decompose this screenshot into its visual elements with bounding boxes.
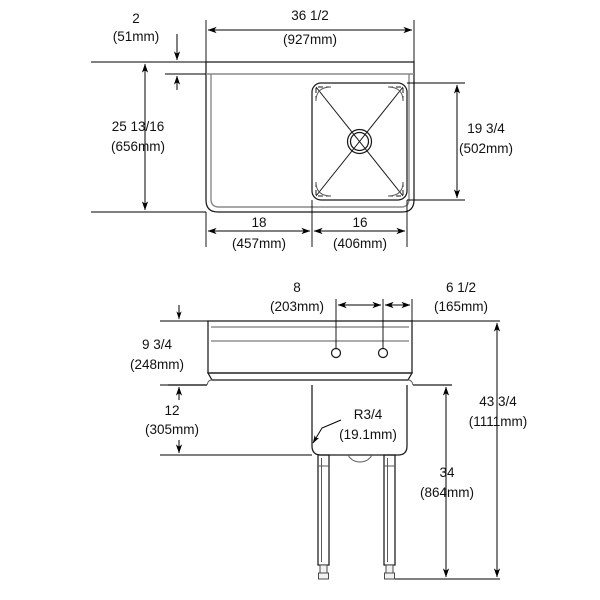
dim-overall-height-imperial: 43 3/4	[479, 394, 517, 409]
dim-corner-radius-imperial: R3/4	[354, 407, 383, 422]
dim-overall-depth: 25 13/16 (656mm)	[91, 61, 206, 213]
dim-overall-width-imperial: 36 1/2	[291, 8, 329, 23]
sink-bowl-top	[311, 82, 408, 201]
dim-corner-radius: R3/4 (19.1mm)	[312, 407, 397, 444]
dim-overall-width-metric: (927mm)	[283, 32, 337, 47]
foot-right-upper	[385, 564, 394, 574]
bowl-corner-arc-tr	[387, 86, 404, 102]
bowl-corner-arc-tl	[315, 86, 332, 102]
bowl-corner-arc-bl	[315, 181, 332, 197]
drain-inner-circle	[349, 131, 370, 152]
dim-worksurface-height: 34 (864mm)	[420, 386, 474, 578]
leader-corner-radius	[312, 419, 342, 444]
deck-inner-edge	[210, 74, 410, 208]
dim-backsplash-depth-metric: (51mm)	[113, 29, 160, 44]
dim-bowl-height-metric: (305mm)	[145, 422, 199, 437]
dim-backsplash-height: 9 3/4 (248mm)	[130, 305, 208, 372]
dim-overall-depth-metric: (656mm)	[111, 139, 165, 154]
drain-bump	[347, 454, 373, 463]
dim-bowl-edge-offset-metric: (165mm)	[434, 299, 488, 314]
dim-overall-height-metric: (1111mm)	[469, 414, 528, 429]
drain-outer-circle	[346, 128, 373, 155]
dim-faucet-spacing-group: 8 (203mm) 6 1/2 (165mm)	[270, 280, 488, 349]
dim-drainboard-width-metric: (457mm)	[232, 236, 286, 251]
dim-corner-radius-metric: (19.1mm)	[339, 427, 397, 442]
dim-overall-height: 43 3/4 (1111mm)	[412, 320, 528, 580]
side-view-body	[168, 320, 452, 386]
foot-left-base	[318, 572, 329, 580]
side-view-bowl	[311, 385, 408, 463]
sink-outer-body	[205, 61, 415, 213]
apron-return-right	[407, 379, 414, 386]
bowl-diagonal-2	[315, 86, 404, 197]
dim-bottom-widths: 18 (457mm) 16 (406mm)	[205, 200, 408, 251]
foot-left-upper	[319, 564, 328, 574]
top-view-sink-outline	[205, 61, 415, 213]
dim-overall-depth-imperial: 25 13/16	[112, 119, 165, 134]
dim-bowl-height-imperial: 12	[164, 403, 179, 418]
foot-right-base	[384, 572, 395, 580]
bowl-rim-outline	[311, 82, 408, 201]
dim-backsplash-depth-imperial: 2	[132, 11, 140, 26]
dim-bowl-width-metric: (406mm)	[333, 236, 387, 251]
bowl-body-outline	[311, 385, 408, 456]
dim-bowl-depth-imperial: 19 3/4	[467, 121, 505, 136]
dim-bowl-edge-offset-imperial: 6 1/2	[446, 280, 476, 295]
dim-backsplash-height-metric: (248mm)	[130, 357, 184, 372]
dim-faucet-spacing-metric: (203mm)	[270, 299, 324, 314]
dim-faucet-spacing-imperial: 8	[293, 280, 301, 295]
dim-worksurface-height-imperial: 34	[439, 465, 455, 480]
dim-worksurface-height-metric: (864mm)	[420, 485, 474, 500]
dim-bowl-depth: 19 3/4 (502mm)	[407, 82, 513, 201]
apron-return-left	[206, 379, 213, 386]
dim-drainboard-width-imperial: 18	[251, 215, 266, 230]
dim-bowl-width-imperial: 16	[352, 215, 367, 230]
top-view-group: 36 1/2 (927mm) 2 (51mm) 25 13/16 (656mm)…	[91, 8, 513, 251]
dim-overall-width: 36 1/2 (927mm)	[205, 8, 415, 62]
dim-backsplash-depth: 2 (51mm)	[113, 11, 206, 90]
side-view-group: 8 (203mm) 6 1/2 (165mm) 9 3/4 (248mm) 12…	[130, 280, 528, 580]
dim-bowl-height: 12 (305mm)	[145, 384, 312, 456]
legs-group	[317, 454, 452, 580]
bowl-corner-arc-br	[387, 181, 404, 197]
dim-backsplash-height-imperial: 9 3/4	[142, 337, 173, 352]
dim-bowl-depth-metric: (502mm)	[459, 141, 513, 156]
